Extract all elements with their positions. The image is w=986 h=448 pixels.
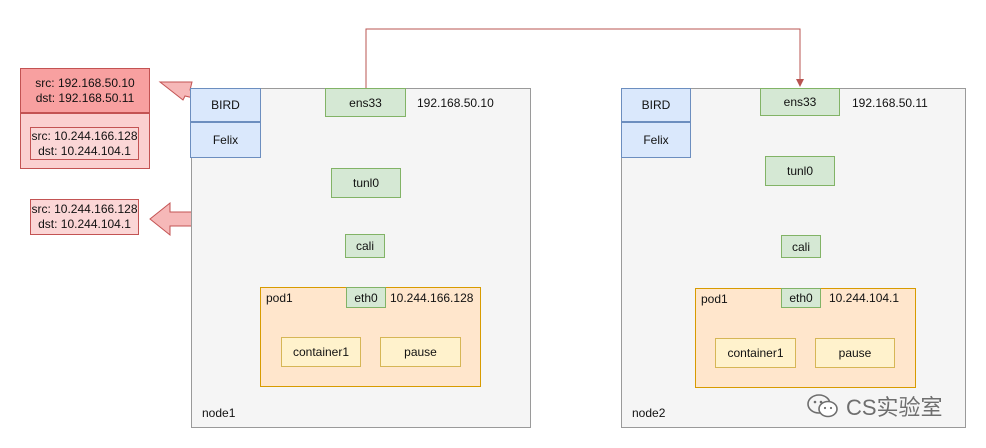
- node2-pod-ip: 10.244.104.1: [829, 291, 900, 305]
- wechat-icon: [807, 394, 838, 418]
- node1-tunl0: tunl0: [331, 168, 401, 198]
- link-node1-node2: [365, 28, 804, 88]
- watermark: CS实验室: [806, 390, 943, 422]
- node1-eth0: eth0: [346, 287, 386, 308]
- node1-pod-label: pod1: [266, 291, 293, 305]
- node2-ens33-ip: 192.168.50.11: [852, 96, 928, 110]
- inner-dst: dst: 10.244.104.1: [38, 217, 131, 231]
- node2-container1: container1: [715, 338, 796, 368]
- outer-src: src: 192.168.50.10: [35, 75, 135, 90]
- node2-ens33: ens33: [760, 88, 840, 116]
- node2-cali: cali: [781, 235, 821, 258]
- node2-pod-label: pod1: [701, 292, 728, 306]
- outer-packet-header: src: 192.168.50.10 dst: 192.168.50.11: [20, 68, 150, 113]
- node1-container1: container1: [281, 337, 361, 367]
- outer-inner-src: src: 10.244.166.128: [31, 128, 138, 143]
- node1-pause: pause: [380, 337, 461, 367]
- inner-packet: src: 10.244.166.128 dst: 10.244.104.1: [30, 199, 139, 235]
- node2-pause: pause: [815, 338, 895, 368]
- node1-ens33-ip: 192.168.50.10: [417, 96, 494, 110]
- node1-felix: Felix: [190, 122, 261, 158]
- outer-packet-inner-header: src: 10.244.166.128 dst: 10.244.104.1: [30, 127, 139, 160]
- inner-src: src: 10.244.166.128: [31, 202, 138, 216]
- node2-tunl0: tunl0: [765, 156, 835, 186]
- node1-pod-ip: 10.244.166.128: [390, 291, 474, 305]
- node2-label: node2: [632, 406, 666, 420]
- node1-label: node1: [202, 406, 236, 420]
- watermark-text: CS实验室: [846, 395, 943, 420]
- node1-cali: cali: [345, 234, 385, 258]
- node2-bird: BIRD: [621, 88, 691, 122]
- node1-bird: BIRD: [190, 88, 261, 122]
- node1-ens33: ens33: [325, 88, 406, 117]
- outer-dst: dst: 192.168.50.11: [35, 90, 135, 105]
- outer-inner-dst: dst: 10.244.104.1: [38, 143, 131, 158]
- node2-eth0: eth0: [781, 288, 821, 308]
- node2-felix: Felix: [621, 122, 691, 158]
